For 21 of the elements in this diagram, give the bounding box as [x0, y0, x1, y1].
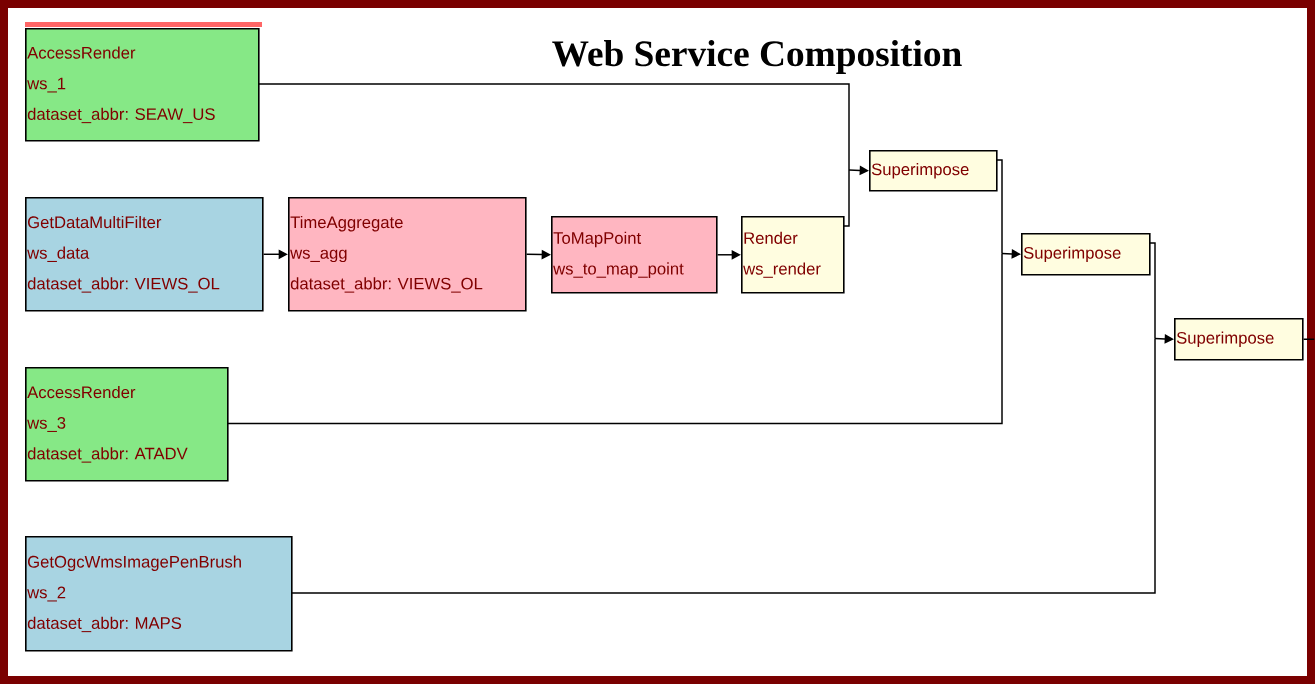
- service-box: Render ws_render: [741, 216, 845, 294]
- connector: [226, 252, 1003, 425]
- service-box: AccessRender ws_1 dataset_abbr: SEAW_US: [25, 28, 260, 142]
- title: Web Service Composition: [552, 40, 962, 74]
- service-box: TimeAggregate ws_agg dataset_abbr: VIEWS_OL: [288, 197, 527, 312]
- arrow: [1154, 334, 1174, 344]
- connector: [842, 169, 850, 227]
- service-box: AccessRender ws_3 dataset_abbr: ATADV: [25, 366, 229, 482]
- service-box: ToMapPoint ws_to_map_point: [551, 216, 718, 294]
- service-box: GetOgcWmsImagePenBrush ws_2 dataset_abbr: MAPS: [25, 536, 293, 652]
- connector: [995, 159, 1003, 255]
- connector: [716, 249, 741, 260]
- superimpose-box: Superimpose: [1021, 233, 1151, 276]
- superimpose-box: Superimpose: [869, 150, 998, 192]
- superimpose-box: Superimpose: [1174, 317, 1304, 361]
- service-box: GetDataMultiFilter ws_data dataset_abbr: VIEWS_OL: [25, 197, 264, 312]
- connector: [1148, 242, 1156, 340]
- connector: [1302, 338, 1315, 340]
- connector: [290, 337, 1156, 594]
- connector: [257, 83, 850, 171]
- arrow: [1001, 249, 1021, 259]
